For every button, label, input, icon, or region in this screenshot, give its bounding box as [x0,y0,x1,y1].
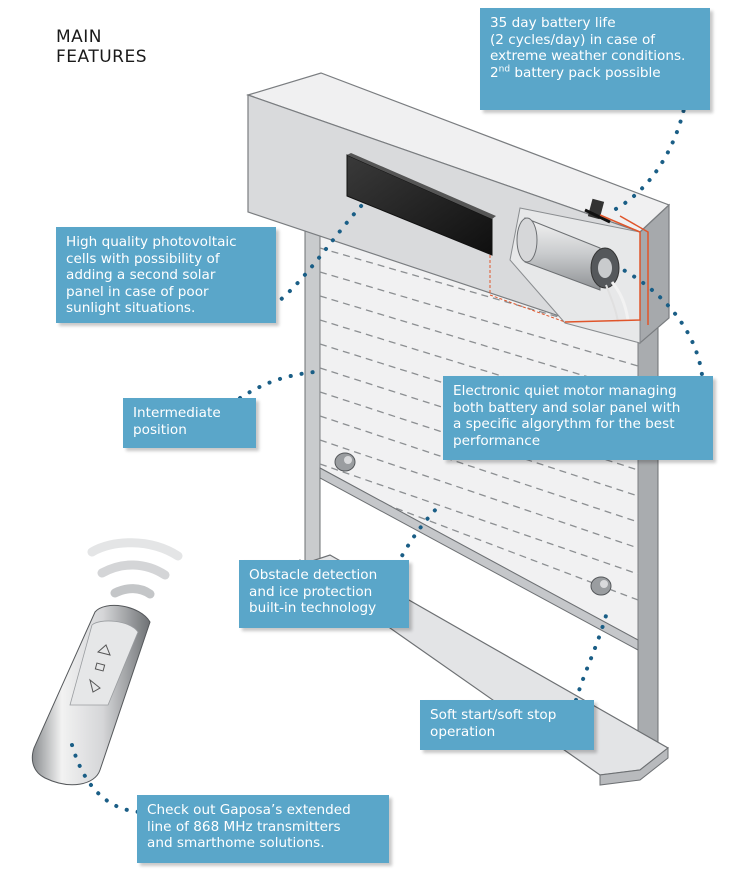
callout-line: Electronic quiet motor managing [453,383,677,399]
callout-line: Intermediate [133,405,221,421]
callout-obstacle: Obstacle detection and ice protection bu… [239,560,409,628]
callout-line: 35 day battery life [490,15,616,31]
callout-superscript: nd [498,63,511,74]
connector-softstart [574,610,609,702]
page-title-line1: MAIN [56,27,103,47]
callout-line: Check out Gaposa’s extended [147,802,351,818]
callout-line: performance [453,432,541,449]
callout-line: sunlight situations. [66,300,196,316]
callout-line: and smarthome solutions. [147,835,325,851]
connector-transmitters [70,743,142,814]
callout-line: both battery and solar panel with [453,399,681,416]
wireless-signal-icon [87,538,183,599]
callout-line: cells with possibility of [66,250,220,267]
callout-battery: 35 day battery life (2 cycles/day) in ca… [480,8,710,110]
tubular-motor-icon [516,198,630,323]
remote-control-icon [31,604,151,786]
callout-line: line of 868 MHz transmitters [147,818,341,835]
obstacle-sensor-icon [334,452,356,472]
callout-line: panel in case of poor [66,283,209,300]
connector-motor [618,266,705,387]
connector-battery [612,98,688,212]
wiring [489,214,649,325]
callout-transmitters: Check out Gaposa’s extended line of 868 … [137,795,389,863]
callout-text: battery pack possible [510,64,661,81]
callout-line: 2nd battery pack possible [490,63,702,82]
callout-text: 2 [490,64,499,81]
callout-line: High quality photovoltaic [66,234,237,250]
obstacle-sensor-icon [590,576,612,596]
callout-line: position [133,421,187,438]
callout-softstart: Soft start/soft stop operation [420,700,594,750]
callout-line: and ice protection [249,583,373,600]
callout-line: Obstacle detection [249,567,378,583]
callout-line: built-in technology [249,600,377,616]
connector-lines [70,98,705,814]
callout-line: adding a second solar [66,267,216,283]
solar-panel-icon [346,153,496,256]
callout-intermediate: Intermediate position [123,398,256,448]
callout-line: (2 cycles/day) in case of [490,31,656,48]
callout-line: operation [430,723,496,740]
page-title: MAIN FEATURES [56,27,147,67]
callout-line: a specific algorythm for the best [453,416,675,432]
connector-intermediate [238,370,316,400]
page-title-line2: FEATURES [56,47,148,67]
connector-obstacle [395,503,442,567]
callout-photovoltaic: High quality photovoltaic cells with pos… [56,227,276,323]
callout-line: extreme weather conditions. [490,48,686,64]
callout-line: Soft start/soft stop [430,707,557,723]
callout-motor: Electronic quiet motor managing both bat… [443,376,713,460]
